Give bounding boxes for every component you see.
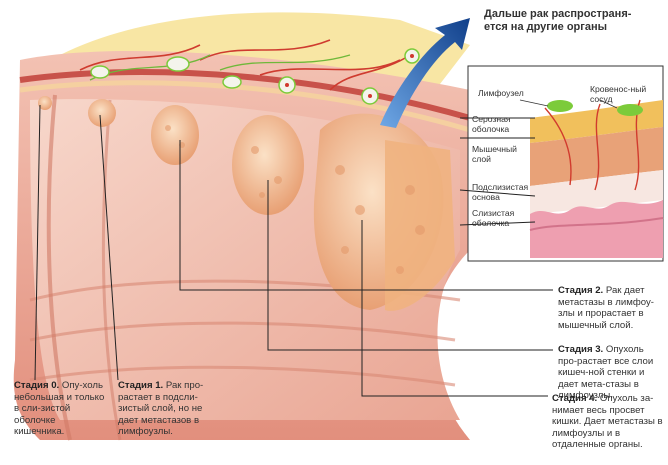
- blood-vessels: [79, 39, 411, 91]
- inset-label-muscle: Мышечный слой: [472, 144, 517, 164]
- leader-lines: [34, 104, 553, 397]
- top-note: Дальше рак распространя-ется на другие о…: [484, 8, 632, 33]
- wall-fold-mid: [101, 99, 122, 441]
- stage-2-title: Стадия 2.: [558, 285, 604, 296]
- stage-2-text: Рак дает метастазы в лимфоу-злы и прорас…: [558, 285, 654, 331]
- inset-lymph-node-2: [617, 104, 643, 116]
- inset-label-blood-vessel: Кровенос-ный сосуд: [590, 84, 647, 104]
- stage-4-label: Стадия 4. Опухоль за-нимает весь просвет…: [552, 393, 664, 451]
- stage-3-title: Стадия 3.: [558, 344, 604, 355]
- stage-4-text: Опухоль за-нимает весь просвет кишки. Да…: [552, 393, 663, 450]
- inset-label-submucosa: Подслизистая основа: [472, 182, 529, 202]
- inset-label-mucosa: Слизистая оболочка: [472, 208, 515, 228]
- wall-fold-left: [46, 94, 72, 441]
- stage-0-text: Опу-холь небольшая и только в сли-зистой…: [14, 380, 105, 437]
- stage-0-title: Стадия 0.: [14, 380, 60, 391]
- stage-1-title: Стадия 1.: [118, 380, 164, 391]
- inset-label-lymph-node: Лимфоузел: [478, 88, 524, 98]
- inset-lymph-node-1: [547, 100, 573, 112]
- stage-1-text: Рак про-растает в подсли-зистый слой, но…: [118, 380, 204, 437]
- inset-label-serosa: Серозная оболочка: [472, 114, 511, 134]
- stage-4-title: Стадия 4.: [552, 393, 598, 404]
- stage-0-label: Стадия 0. Опу-холь небольшая и только в …: [14, 380, 106, 438]
- metastasis-arrow: [380, 18, 470, 128]
- lymph-nodes: [90, 48, 420, 105]
- stage-3-label: Стадия 3. Опухоль про-растает все слои к…: [558, 344, 664, 402]
- stage-1-label: Стадия 1. Рак про-растает в подсли-зисты…: [118, 380, 216, 438]
- stage-3-text: Опухоль про-растает все слои кишеч-ной с…: [558, 344, 654, 401]
- stage-2-label: Стадия 2. Рак дает метастазы в лимфоу-зл…: [558, 285, 664, 331]
